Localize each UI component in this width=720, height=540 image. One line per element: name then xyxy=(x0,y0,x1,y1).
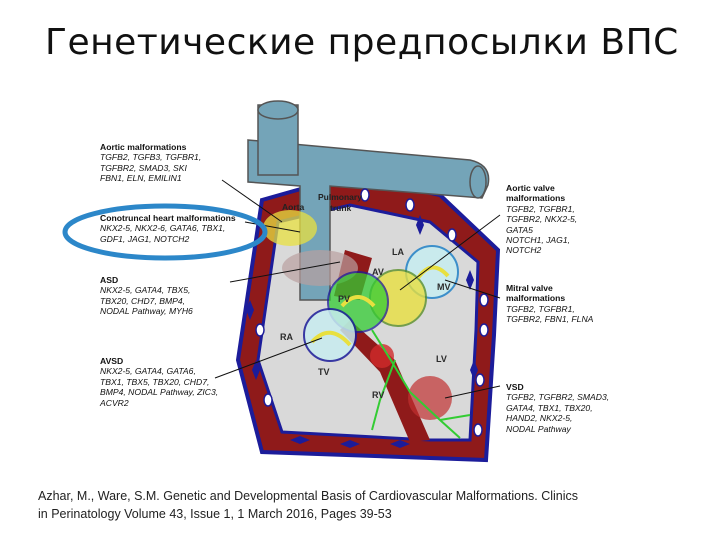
asd-line-2: TBX20, CHD7, BMP4, xyxy=(100,295,186,306)
rv-label: RV xyxy=(372,390,384,400)
asd-label: ASD NKX2-5, GATA4, TBX5, TBX20, CHD7, BM… xyxy=(100,275,193,317)
mitral-valve-label: Mitral valve malformations TGFB2, TGFBR1… xyxy=(506,283,593,325)
avsd-line-2: TBX1, TBX5, TBX20, CHD7, xyxy=(100,376,210,387)
mitral-valve-line-2: TGFBR2, FBN1, FLNA xyxy=(506,314,594,325)
ra-label: RA xyxy=(280,332,293,342)
asd-heading: ASD xyxy=(100,275,119,285)
asd-line-3: NODAL Pathway, MYH6 xyxy=(100,306,193,317)
tv-ring xyxy=(303,308,357,362)
la-label: LA xyxy=(392,247,404,257)
aortic-valve-heading: Aortic valve xyxy=(506,183,555,193)
aorta-highlight xyxy=(263,210,317,246)
mitral-valve-heading: Mitral valve xyxy=(506,283,553,293)
aortic-valve-line-5: NOTCH2 xyxy=(506,245,542,256)
aortic-valve-heading-2: malformations xyxy=(506,193,566,204)
lv-label: LV xyxy=(436,354,447,364)
conotruncal-line-2: GDF1, JAG1, NOTCH2 xyxy=(100,233,190,244)
aortic-valve-line-2: TGFBR2, NKX2-5, xyxy=(506,214,578,225)
pv-leaflet xyxy=(340,295,376,308)
mitral-valve-heading-2: malformations xyxy=(506,293,566,304)
aortic-malformations-line-2: TGFBR2, SMAD3, SKI xyxy=(100,162,187,173)
aortic-valve-line-4: NOTCH1, JAG1, xyxy=(506,235,570,246)
svc-opening xyxy=(257,100,299,120)
conduction-line-2 xyxy=(371,359,396,431)
citation-line-2: in Perinatology Volume 43, Issue 1, 1 Ma… xyxy=(38,507,392,521)
wall-markers xyxy=(255,188,489,437)
aortic-malformations-label: Aortic malformations TGFB2, TGFB3, TGFBR… xyxy=(100,142,201,184)
conotruncal-label: Conotruncal heart malformations NKX2-5, … xyxy=(100,213,236,244)
aorta-label: Aorta xyxy=(282,202,304,212)
conotruncal-line-1: NKX2-5, NKX2-6, GATA6, TBX1, xyxy=(100,223,226,234)
aortic-valve-line-1: TGFB2, TGFBR1, xyxy=(506,203,575,214)
pulmonary-trunk-label-1: Pulmonary xyxy=(318,192,362,202)
citation-line-1: Azhar, M., Ware, S.M. Genetic and Develo… xyxy=(38,489,579,503)
vsd-region xyxy=(408,376,452,420)
conotruncal-highlight-ring xyxy=(62,203,268,261)
vsd-line-1: TGFB2, TGFBR2, SMAD3, xyxy=(506,392,610,403)
pointer-lines xyxy=(214,179,501,399)
avsd-line-1: NKX2-5, GATA4, GATA6, xyxy=(100,366,196,377)
aortic-malformations-line-1: TGFB2, TGFB3, TGFBR1, xyxy=(100,152,202,163)
mitral-valve-line-1: TGFB2, TGFBR1, xyxy=(506,303,575,314)
tv-leaflet xyxy=(310,330,352,347)
vsd-line-3: HAND2, NKX2-5, xyxy=(506,413,573,424)
vsd-line-2: GATA4, TBX1, TBX20, xyxy=(506,402,593,413)
avsd-heading: AVSD xyxy=(100,356,124,366)
avsd-line-3: BMP4, NODAL Pathway, ZIC3, xyxy=(100,387,219,398)
pulmonary-trunk-label-2: trunk xyxy=(330,203,352,213)
wall-stars xyxy=(246,215,478,448)
avsd-line-4: ACVR2 xyxy=(100,397,129,408)
aortic-malformations-line-3: FBN1, ELN, EMILIN1 xyxy=(100,173,182,184)
mv-label: MV xyxy=(437,282,451,292)
vessel-right-end xyxy=(469,165,487,199)
avsd-label: AVSD NKX2-5, GATA4, GATA6, TBX1, TBX5, T… xyxy=(100,356,218,408)
aortic-valve-label: Aortic valve malformations TGFB2, TGFBR1… xyxy=(506,183,577,256)
aortic-valve-line-3: GATA5 xyxy=(506,224,533,235)
vsd-small-region xyxy=(370,344,394,368)
conduction-line-3 xyxy=(439,414,471,421)
vsd-line-4: NODAL Pathway xyxy=(506,423,571,434)
asd-line-1: NKX2-5, GATA4, TBX5, xyxy=(100,285,191,296)
citation: Azhar, M., Ware, S.M. Genetic and Develo… xyxy=(38,487,578,523)
conduction-line-1 xyxy=(371,329,461,439)
conotruncal-heading: Conotruncal heart malformations xyxy=(100,213,236,223)
slide-title: Генетические предпосылки ВПС xyxy=(45,22,679,63)
la-highlight xyxy=(282,250,358,286)
pv-label: PV xyxy=(338,294,350,304)
aortic-malformations-heading: Aortic malformations xyxy=(100,142,187,152)
vsd-heading: VSD xyxy=(506,382,524,392)
vsd-label: VSD TGFB2, TGFBR2, SMAD3, GATA4, TBX1, T… xyxy=(506,382,609,434)
tv-label: TV xyxy=(318,367,330,377)
av-label: AV xyxy=(372,267,384,277)
ventricular-septum xyxy=(340,320,430,442)
